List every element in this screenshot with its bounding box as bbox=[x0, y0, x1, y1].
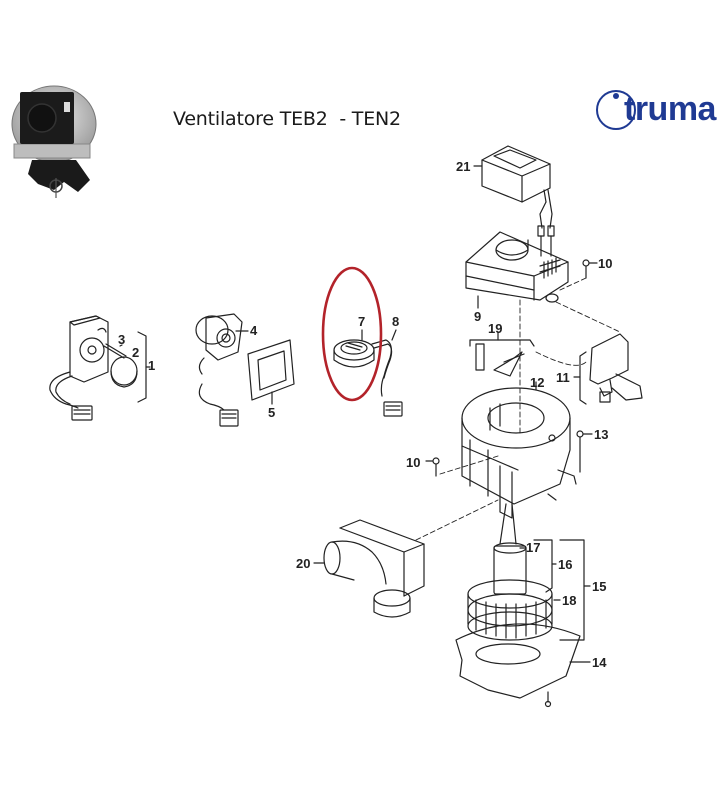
screw-part-10-left bbox=[425, 457, 440, 477]
part-label-19: 19 bbox=[488, 321, 503, 336]
transformer-part-21 bbox=[473, 145, 555, 257]
sensor-bracket-part-11 bbox=[573, 333, 643, 405]
screw-part-13 bbox=[576, 430, 593, 473]
product-photo bbox=[6, 82, 102, 202]
part-label-12: 12 bbox=[530, 375, 545, 390]
fan-housing-part-12 bbox=[461, 381, 577, 519]
part-label-8: 8 bbox=[392, 314, 400, 329]
assembly-guide-lines bbox=[415, 277, 621, 541]
potentiometer-part-4 bbox=[195, 313, 249, 427]
part-label-10-top: 10 bbox=[598, 256, 613, 271]
part-label-5: 5 bbox=[268, 405, 276, 420]
part-label-7: 7 bbox=[358, 314, 366, 329]
elbow-duct-part-20 bbox=[313, 519, 425, 618]
cap-part-7 bbox=[333, 329, 375, 368]
diagram-title: Ventilatore TEB2 - TEN2 bbox=[173, 108, 401, 130]
part-label-4: 4 bbox=[250, 323, 258, 338]
part-label-3: 3 bbox=[118, 332, 126, 347]
highlight-ellipse-part-7 bbox=[321, 266, 383, 402]
part-label-20: 20 bbox=[296, 556, 311, 571]
part-label-21: 21 bbox=[456, 159, 471, 174]
fan-photo-icon bbox=[11, 85, 97, 198]
part-label-17: 17 bbox=[526, 540, 541, 555]
cover-frame-part-5 bbox=[247, 339, 295, 405]
motor-impeller-assembly bbox=[455, 503, 591, 708]
part-label-16: 16 bbox=[558, 557, 573, 572]
part-label-14: 14 bbox=[592, 655, 607, 670]
part-label-10-left: 10 bbox=[406, 455, 421, 470]
clamp-set-part-19 bbox=[469, 331, 535, 377]
screw-part-10-top bbox=[582, 259, 598, 279]
truma-logo-ring-icon bbox=[596, 90, 636, 130]
truma-logo: truma bbox=[594, 88, 728, 134]
part-label-11: 11 bbox=[556, 370, 570, 385]
part-label-2: 2 bbox=[132, 345, 140, 360]
part-label-1: 1 bbox=[148, 358, 156, 373]
truma-logo-text: truma bbox=[624, 90, 716, 128]
cable-part-8 bbox=[371, 329, 403, 417]
part-label-18: 18 bbox=[562, 593, 577, 608]
control-panel-housing bbox=[49, 315, 151, 421]
part-label-15: 15 bbox=[592, 579, 607, 594]
part-label-9: 9 bbox=[474, 309, 482, 324]
control-unit-part-9 bbox=[465, 231, 569, 309]
part-label-13: 13 bbox=[594, 427, 609, 442]
